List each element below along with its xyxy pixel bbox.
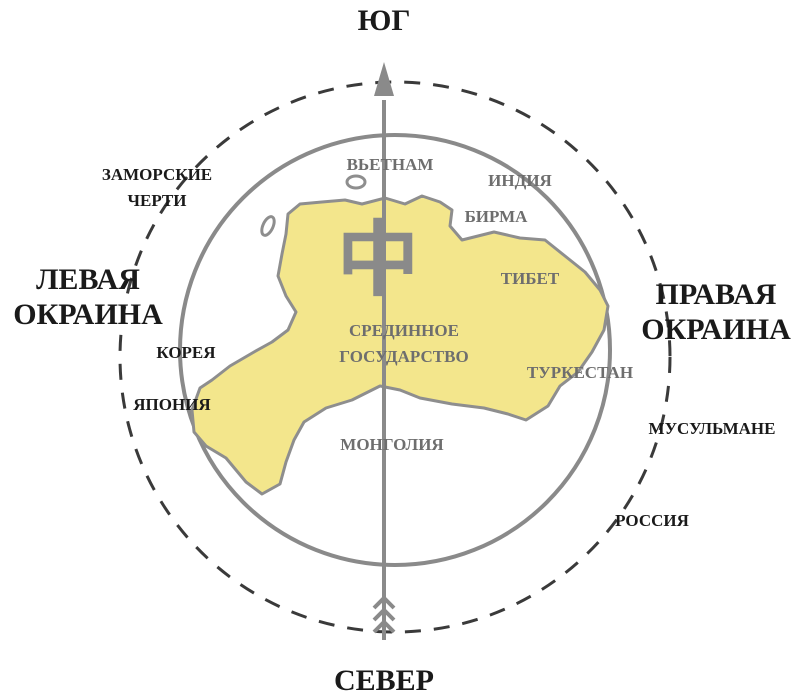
label-left-edge-2: ОКРАИНА	[13, 298, 163, 331]
label-russia: РОССИЯ	[615, 511, 689, 530]
label-north: СЕВЕР	[334, 664, 434, 697]
island-hainan	[345, 174, 367, 190]
island-taiwan	[260, 215, 276, 237]
label-muslims: МУСУЛЬМАНЕ	[649, 419, 776, 438]
label-burma: БИРМА	[465, 207, 529, 226]
label-turkestan: ТУРКЕСТАН	[527, 363, 633, 382]
label-india: ИНДИЯ	[488, 171, 552, 190]
label-right-edge-2: ОКРАИНА	[641, 313, 791, 346]
label-vietnam: ВЬЕТНАМ	[347, 155, 434, 174]
label-south: ЮГ	[358, 4, 411, 37]
label-middle-kingdom-2: ГОСУДАРСТВО	[339, 347, 468, 366]
inner-circle	[178, 133, 612, 567]
label-japan: ЯПОНИЯ	[133, 395, 210, 414]
label-overseas-devils-1: ЗАМОРСКИЕ	[102, 165, 212, 184]
middle-kingdom-land	[190, 194, 610, 496]
label-overseas-devils-2: ЧЕРТИ	[128, 191, 187, 210]
arrow-fletching-icon	[372, 595, 396, 634]
arrow-head-icon	[374, 62, 394, 96]
label-middle-kingdom-1: СРЕДИННОЕ	[349, 321, 459, 340]
label-mongolia: МОНГОЛИЯ	[340, 435, 443, 454]
label-right-edge-1: ПРАВАЯ	[656, 278, 777, 311]
label-tibet: ТИБЕТ	[501, 269, 560, 288]
outer-dashed-circle	[118, 80, 672, 634]
center-glyph: 中	[337, 212, 419, 308]
label-left-edge-1: ЛЕВАЯ	[36, 263, 140, 296]
label-korea: КОРЕЯ	[156, 343, 215, 362]
